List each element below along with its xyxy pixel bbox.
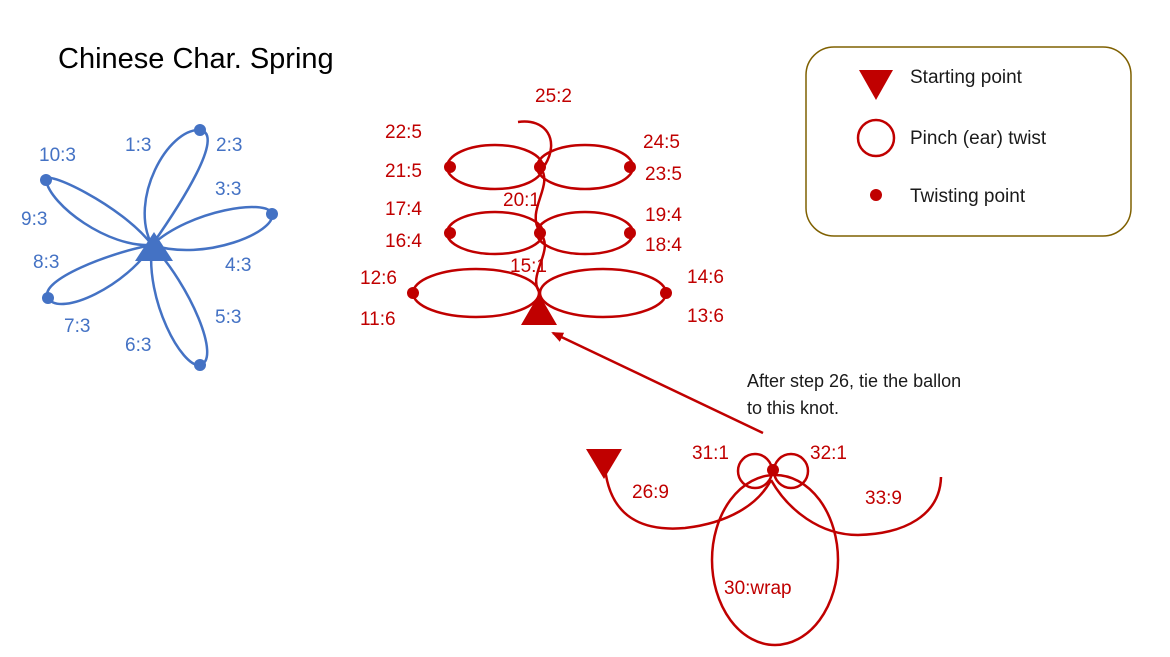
spring-label-13: 13:6 (687, 306, 724, 327)
flower-twist-points (40, 124, 278, 371)
flower-start-triangle (135, 232, 173, 261)
base-label-33: 33:9 (865, 488, 902, 509)
spring-label-17: 17:4 (385, 199, 422, 220)
spring-twist-point (444, 161, 456, 173)
base-wrap-loop (710, 473, 840, 647)
spring-twist-point (534, 227, 546, 239)
spring-label-21: 21:5 (385, 161, 422, 182)
legend-twist-dot (870, 189, 882, 201)
base-label-32: 32:1 (810, 443, 847, 464)
flower-label-3: 3:3 (215, 179, 241, 200)
base-left-arm (603, 467, 773, 530)
legend-box (805, 46, 1132, 237)
spring-link-20 (534, 166, 546, 233)
spring-label-19: 19:4 (645, 205, 682, 226)
flower-label-10: 10:3 (39, 145, 76, 166)
flower-label-8: 8:3 (33, 252, 59, 273)
base-label-26: 26:9 (632, 482, 669, 503)
flower-label-9: 9:3 (21, 209, 47, 230)
flower-twist-point (42, 292, 54, 304)
base-label-30: 30:wrap (724, 578, 792, 599)
spring-label-23: 23:5 (645, 164, 682, 185)
spring-label-25: 25:2 (535, 86, 572, 107)
spring-twist-point (624, 227, 636, 239)
spring-label-12: 12:6 (360, 268, 397, 289)
spring-label-24: 24:5 (643, 132, 680, 153)
flower-figure: 1:3 2:3 3:3 4:3 5:3 6:3 7:3 8:3 9:3 10:3 (21, 124, 278, 371)
spring-label-18: 18:4 (645, 235, 682, 256)
note-line-2: to this knot. (747, 398, 839, 418)
spring-twist-point (534, 161, 546, 173)
spring-twist-point (624, 161, 636, 173)
base-right-arm (769, 476, 943, 537)
flower-petal-lower-left (45, 243, 155, 306)
base-label-31: 31:1 (692, 443, 729, 464)
flower-twist-point (194, 359, 206, 371)
legend: Starting point Pinch (ear) twist Twistin… (805, 46, 1132, 237)
base-ear-31 (736, 452, 774, 490)
legend-pinch-twist: Pinch (ear) twist (910, 128, 1047, 149)
flower-label-1: 1:3 (125, 135, 151, 156)
legend-start-triangle (859, 70, 893, 100)
spring-label-11: 11:6 (360, 309, 396, 330)
spring-label-15: 15:1 (510, 256, 547, 277)
spring-loop-21-22 (445, 143, 545, 191)
base-figure: 31:1 32:1 26:9 33:9 30:wrap (586, 443, 943, 647)
spring-loop-18-19 (535, 210, 635, 256)
spring-loops (411, 120, 668, 319)
flower-petal-upper-left (44, 176, 155, 247)
spring-label-16: 16:4 (385, 231, 422, 252)
spring-twist-point (660, 287, 672, 299)
spring-label-14: 14:6 (687, 267, 724, 288)
spring-label-20: 20:1 (503, 190, 540, 211)
spring-start-triangle (521, 294, 557, 325)
legend-pinch-circle (856, 118, 896, 158)
spring-figure: 25:2 22:5 21:5 24:5 23:5 20:1 17:4 16:4 … (360, 86, 724, 330)
flower-label-6: 6:3 (125, 335, 151, 356)
spring-loop-16-17 (445, 210, 545, 256)
legend-starting-point: Starting point (910, 67, 1023, 88)
flower-label-2: 2:3 (216, 135, 242, 156)
spring-twist-point (444, 227, 456, 239)
flower-twist-point (194, 124, 206, 136)
flower-label-4: 4:3 (225, 255, 251, 276)
spring-twist-points (407, 161, 672, 299)
tie-arrow (551, 331, 764, 435)
flower-twist-point (40, 174, 52, 186)
base-start-triangle (586, 449, 622, 479)
flower-petal-right (149, 205, 274, 252)
legend-twisting-point: Twisting point (910, 186, 1026, 207)
spring-loop-23-24 (535, 143, 635, 191)
base-twist-point (767, 464, 779, 476)
flower-label-5: 5:3 (215, 307, 241, 328)
spring-twist-point (407, 287, 419, 299)
spring-top-curl (517, 120, 553, 166)
page-title: Chinese Char. Spring (58, 43, 334, 75)
spring-loop-13-14 (538, 267, 668, 319)
flower-twist-point (266, 208, 278, 220)
flower-label-7: 7:3 (64, 316, 90, 337)
note-line-1: After step 26, tie the ballon (747, 371, 961, 391)
spring-label-22: 22:5 (385, 122, 422, 143)
flower-petal-down (149, 242, 209, 367)
